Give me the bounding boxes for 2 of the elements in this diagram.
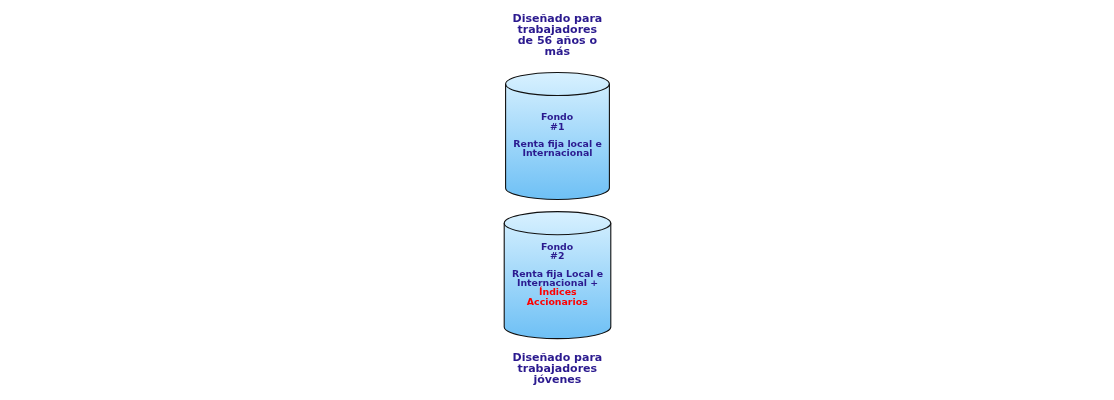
label: Diseñado para trabajadores jóvenes <box>511 351 602 387</box>
label: Diseñado para trabajadores de 56 años o más <box>511 12 602 59</box>
